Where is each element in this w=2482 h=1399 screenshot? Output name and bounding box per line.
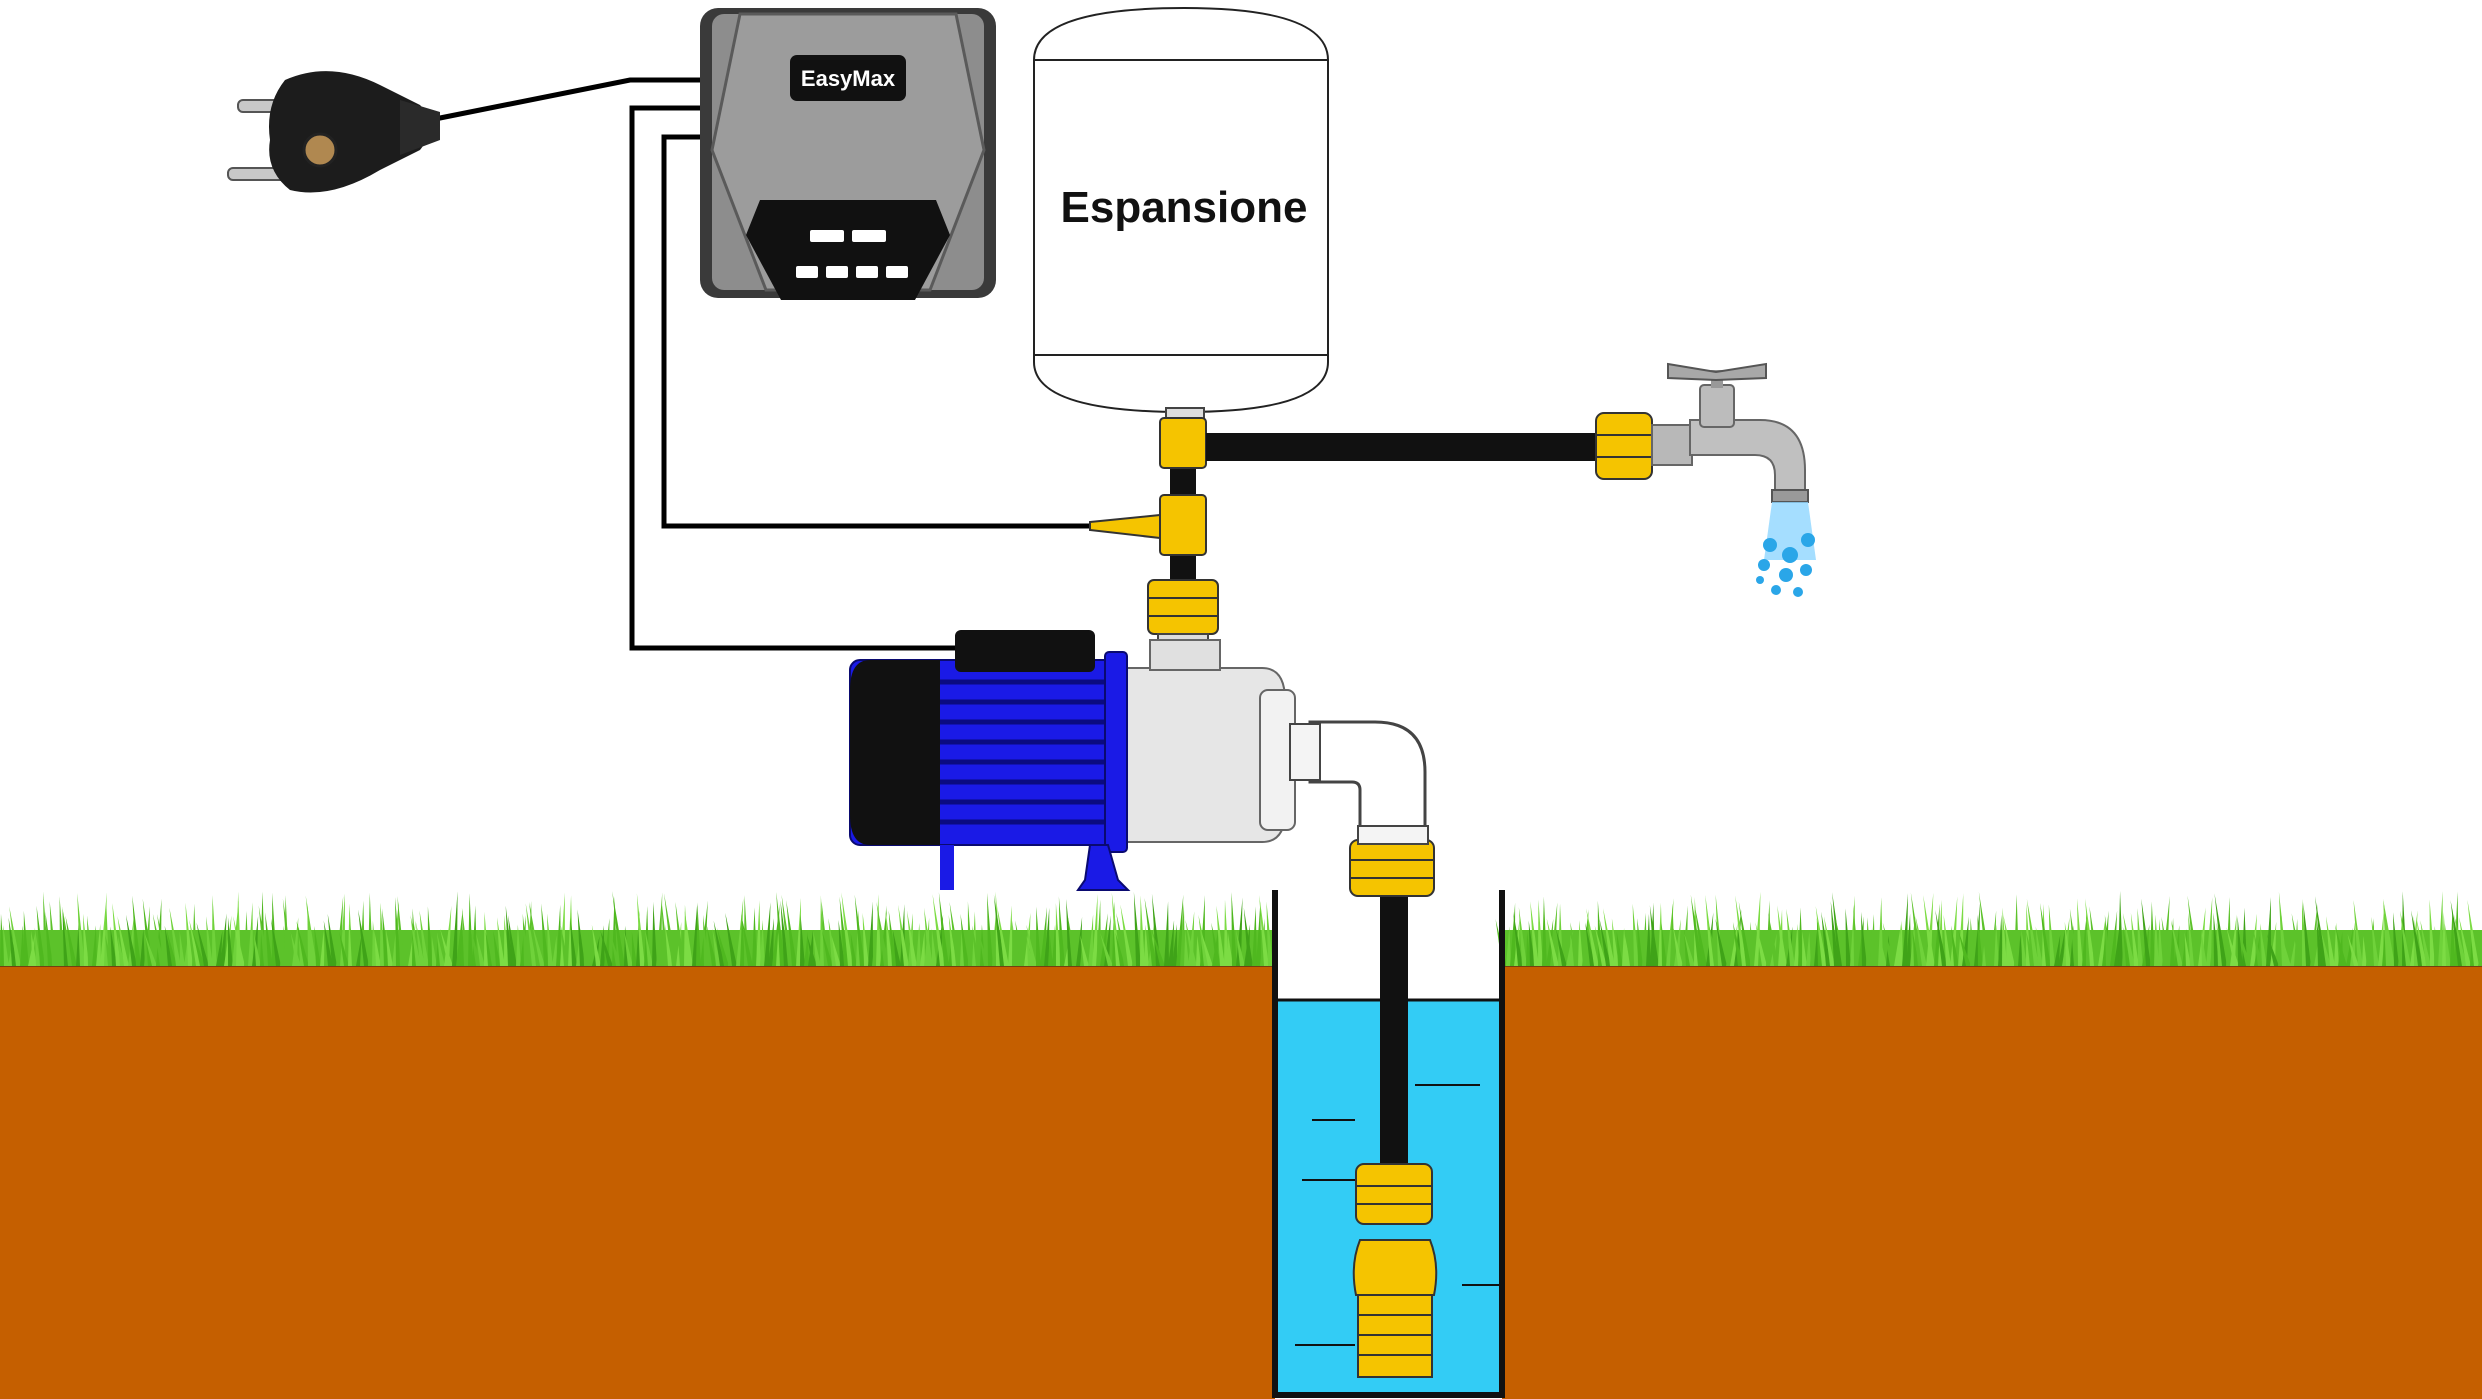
- pump-outlet-union: [1147, 579, 1219, 635]
- faucet-union: [1595, 412, 1653, 480]
- faucet-pipe: [1206, 412, 1653, 480]
- motor-cable: [629, 105, 955, 651]
- suction-pipe: [1349, 839, 1435, 1180]
- sensor-tee-fitting: [1159, 494, 1207, 556]
- suction-union: [1349, 839, 1435, 897]
- suction-elbow: [1289, 720, 1429, 845]
- pump-icon: [849, 630, 1296, 891]
- power-plug-icon: [227, 71, 440, 193]
- tank-tee-fitting: [1159, 417, 1207, 469]
- discharge-pipe: [1089, 417, 1219, 653]
- power-cable: [429, 77, 700, 123]
- brand-plate: [790, 55, 906, 101]
- expansion-tank: Espansione: [1033, 6, 1329, 421]
- sensor-cable: [661, 134, 1090, 529]
- foot-valve-icon: [1352, 1163, 1438, 1378]
- control-buttons: [796, 230, 908, 278]
- control-panel: [746, 200, 950, 300]
- controller-brand-label: EasyMax: [801, 66, 896, 91]
- motor-fins: [940, 679, 1105, 825]
- water-spray-icon: [1756, 502, 1816, 597]
- pump-outlet: [1149, 639, 1221, 671]
- terminal-box: [955, 630, 1095, 672]
- controller-unit: EasyMax: [700, 8, 996, 300]
- expansion-tank-label: Espansione: [1061, 183, 1308, 232]
- water-ripples: [1295, 1084, 1500, 1346]
- ground: [0, 963, 2482, 1399]
- grass-right: [1495, 891, 2482, 966]
- pressure-sensor: [1089, 513, 1161, 540]
- grass-left: [0, 891, 1278, 966]
- faucet-icon: [1651, 362, 1809, 503]
